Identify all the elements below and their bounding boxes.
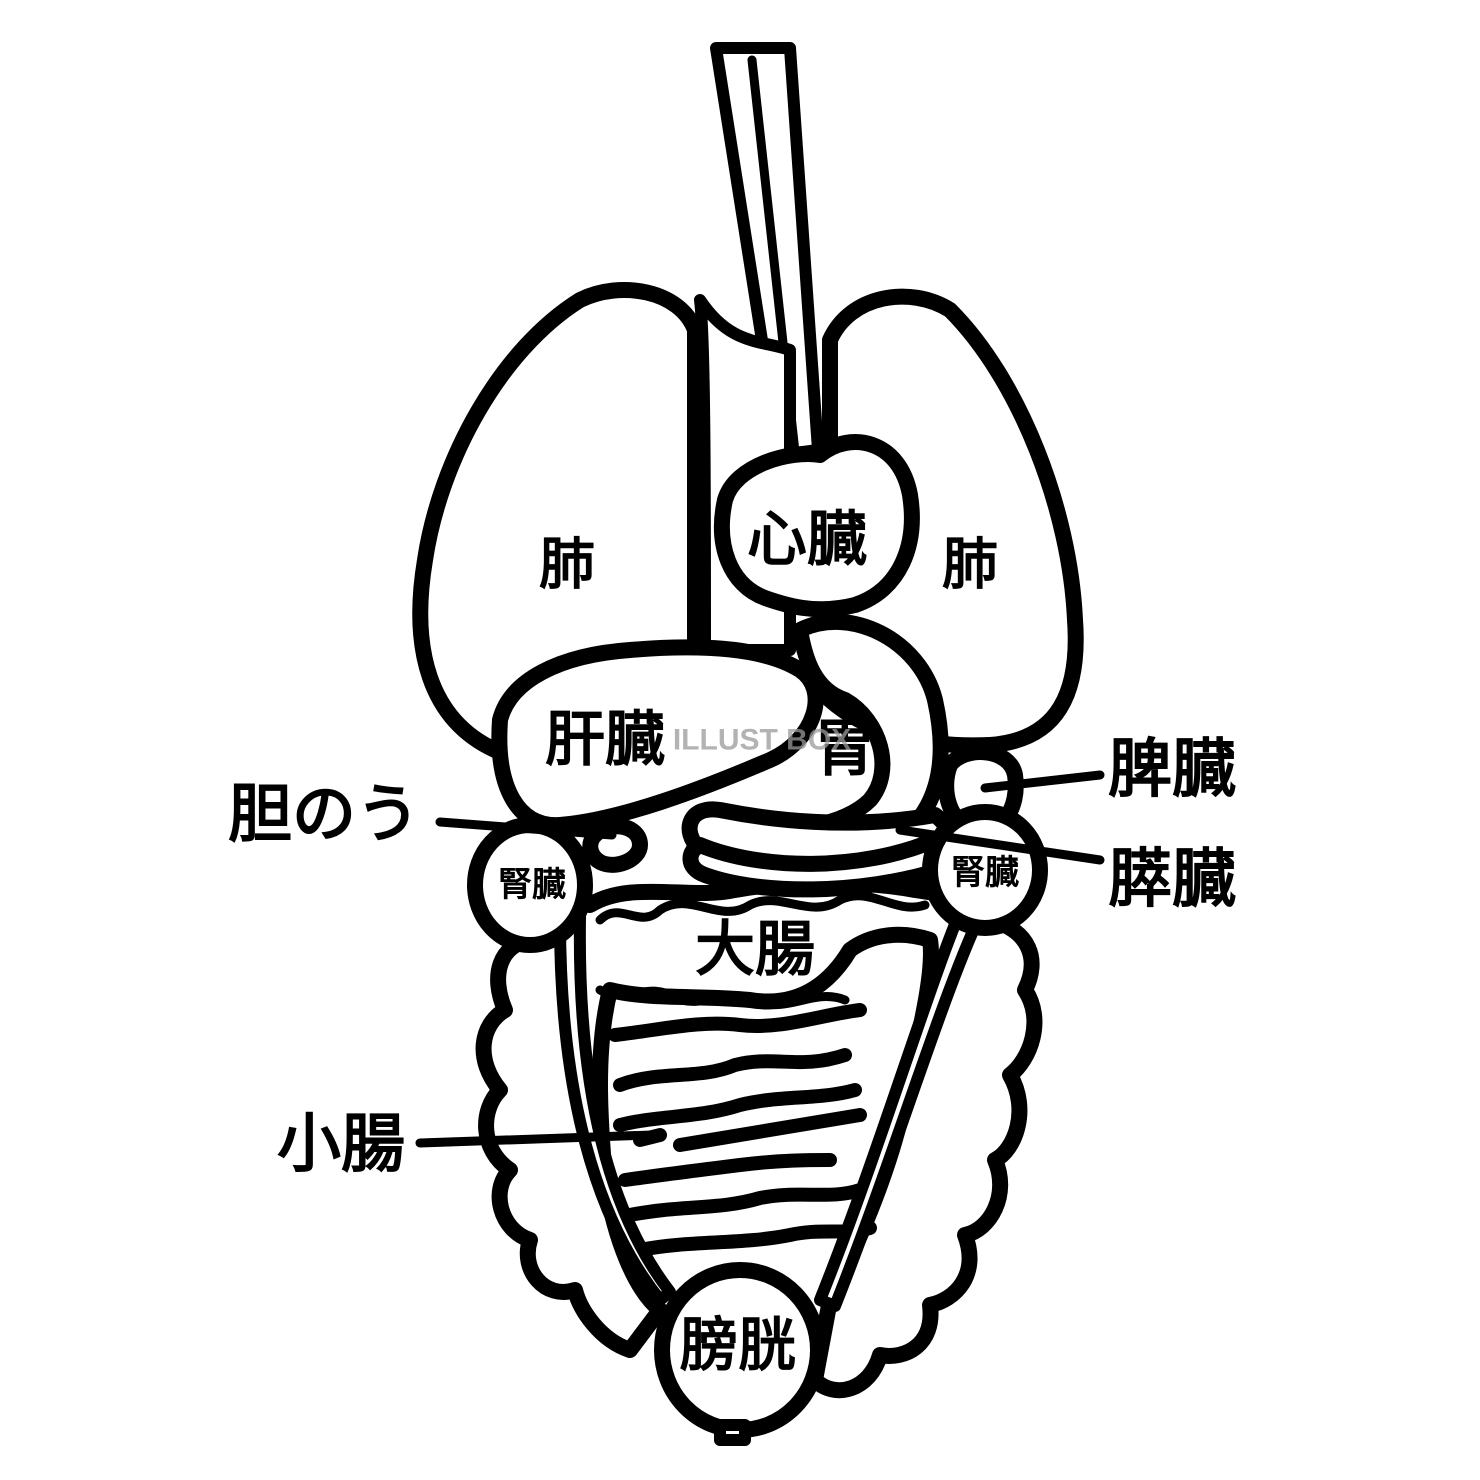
- small-intestine-coil-2: [620, 1055, 845, 1085]
- label-kidney-right: 腎臓: [951, 853, 1019, 893]
- label-bladder: 膀胱: [680, 1311, 796, 1379]
- urethra: [720, 1425, 745, 1440]
- watermark: ILLUST BOX: [673, 724, 851, 757]
- leader-small-intestine: [420, 1135, 652, 1143]
- label-pancreas: 膵臓: [1108, 843, 1236, 917]
- small-intestine-coil-5: [625, 1160, 830, 1180]
- label-lung-left: 肺: [539, 533, 595, 598]
- small-intestine-coil-1: [615, 1010, 860, 1035]
- label-lung-right: 肺: [942, 533, 998, 598]
- label-small-intestine: 小腸: [277, 1108, 405, 1182]
- label-kidney-left: 腎臓: [498, 865, 566, 905]
- small-intestine-coil-6: [630, 1190, 860, 1215]
- small-intestine: [615, 1010, 870, 1250]
- label-spleen: 脾臓: [1108, 733, 1236, 807]
- label-liver: 肝臓: [545, 705, 665, 775]
- label-gallbladder: 胆のう: [228, 778, 420, 852]
- label-large-intestine: 大腸: [695, 915, 815, 985]
- label-heart: 心臓: [747, 505, 867, 575]
